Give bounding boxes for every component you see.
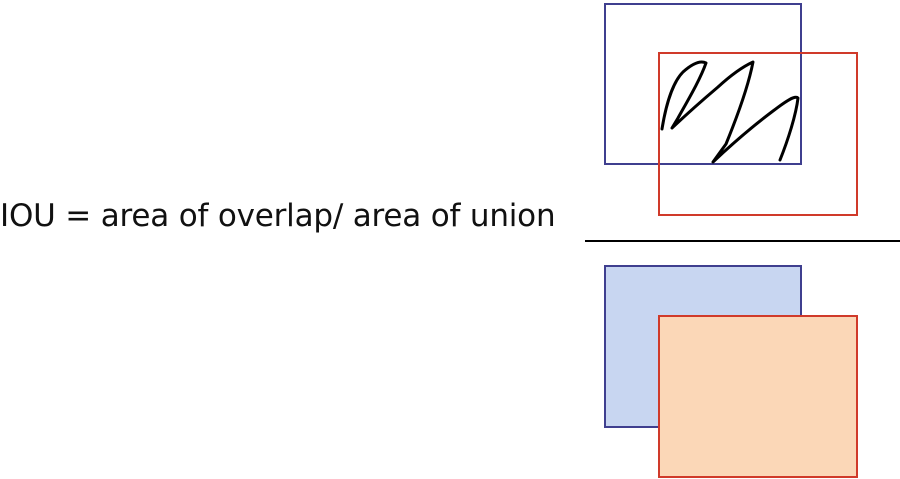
denominator-union-figure — [604, 265, 858, 478]
overlap-hatch-scribble — [660, 60, 800, 164]
union-box-b — [658, 315, 858, 478]
overlap-box-b — [658, 52, 858, 216]
numerator-overlap-figure — [604, 3, 858, 216]
iou-formula-text: IOU = area of overlap/ area of union — [0, 198, 556, 234]
overlap-box-a — [604, 3, 802, 165]
